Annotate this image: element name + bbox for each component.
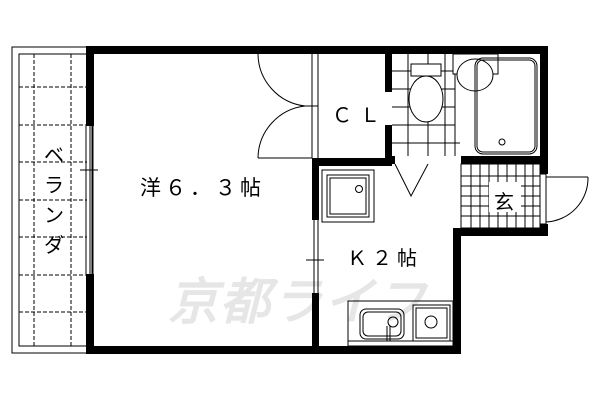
balcony-area (11, 46, 93, 354)
room-label-closet: ＣＬ (332, 103, 388, 127)
kitchen-counter (347, 300, 454, 347)
closet-doors (257, 53, 319, 159)
watermark-text: 京都ライフ (168, 273, 428, 331)
room-label-western: 洋６．３帖 (140, 176, 265, 200)
walls (86, 46, 548, 354)
entrance-area (460, 163, 589, 229)
room-label-entrance: 玄 (494, 190, 514, 214)
washing-machine-pan (321, 169, 375, 223)
room-label-kitchen: Ｋ２帖 (347, 246, 422, 270)
window-west (80, 126, 98, 274)
room-label-balcony: ベランダ (44, 143, 64, 257)
kitchen-partition (306, 220, 324, 293)
toilet-room (392, 54, 460, 198)
bathroom (452, 53, 538, 156)
